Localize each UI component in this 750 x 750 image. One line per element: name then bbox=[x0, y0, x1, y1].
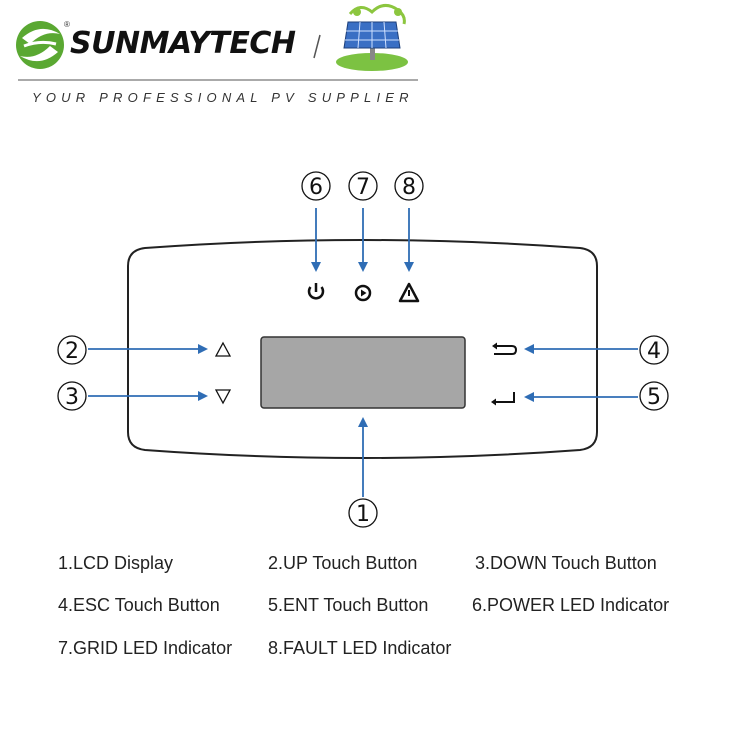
down-triangle-icon[interactable] bbox=[214, 389, 232, 405]
tagline: YOUR PROFESSIONAL PV SUPPLIER bbox=[32, 90, 414, 105]
legend-item-esc-button: 4.ESC Touch Button bbox=[58, 595, 220, 615]
callout-5-number: 5 bbox=[647, 385, 661, 410]
legend-item-ent-button: 5.ENT Touch Button bbox=[268, 595, 429, 615]
enter-icon[interactable] bbox=[491, 392, 515, 406]
legend-item-down-button: 3.DOWN Touch Button bbox=[475, 553, 657, 573]
callout-8: 8 bbox=[394, 171, 424, 201]
callout-4: 4 bbox=[639, 335, 669, 365]
callout-8-number: 8 bbox=[402, 175, 416, 200]
legend-item-fault-led: 8.FAULT LED Indicator bbox=[268, 638, 452, 658]
grid-icon bbox=[354, 284, 372, 302]
solar-panel-icon bbox=[336, 4, 408, 71]
callout-1-number: 1 bbox=[356, 502, 370, 527]
registered-mark: ® bbox=[64, 20, 70, 29]
brand-name: SUNMAYTECH bbox=[70, 26, 296, 61]
callout-2: 2 bbox=[57, 335, 87, 365]
callout-7-number: 7 bbox=[356, 175, 370, 200]
legend-item-lcd-display: 1.LCD Display bbox=[58, 553, 174, 573]
control-panel-diagram: 6 7 8 2 3 4 5 1 bbox=[57, 171, 669, 528]
callout-5: 5 bbox=[639, 381, 669, 411]
callout-3: 3 bbox=[57, 381, 87, 411]
lcd-display bbox=[260, 336, 466, 409]
return-icon[interactable] bbox=[492, 342, 518, 355]
logo-divider bbox=[313, 34, 321, 59]
callout-2-number: 2 bbox=[65, 339, 79, 364]
callout-7: 7 bbox=[348, 171, 378, 201]
warning-icon bbox=[398, 282, 420, 303]
callout-1: 1 bbox=[348, 498, 378, 528]
header: ® SUNMAYTECH YOUR PROFESSIONAL PV SUPPLI… bbox=[0, 0, 750, 115]
logo-emblem bbox=[16, 21, 64, 69]
callout-4-number: 4 bbox=[647, 339, 661, 364]
callout-3-number: 3 bbox=[65, 385, 79, 410]
legend-item-grid-led: 7.GRID LED Indicator bbox=[58, 638, 233, 658]
up-triangle-icon[interactable] bbox=[214, 341, 232, 357]
legend-item-up-button: 2.UP Touch Button bbox=[268, 553, 418, 573]
callout-6: 6 bbox=[301, 171, 331, 201]
power-icon bbox=[307, 283, 325, 300]
logo bbox=[16, 4, 418, 81]
callout-6-number: 6 bbox=[309, 175, 323, 200]
legend-item-power-led: 6.POWER LED Indicator bbox=[472, 595, 670, 615]
